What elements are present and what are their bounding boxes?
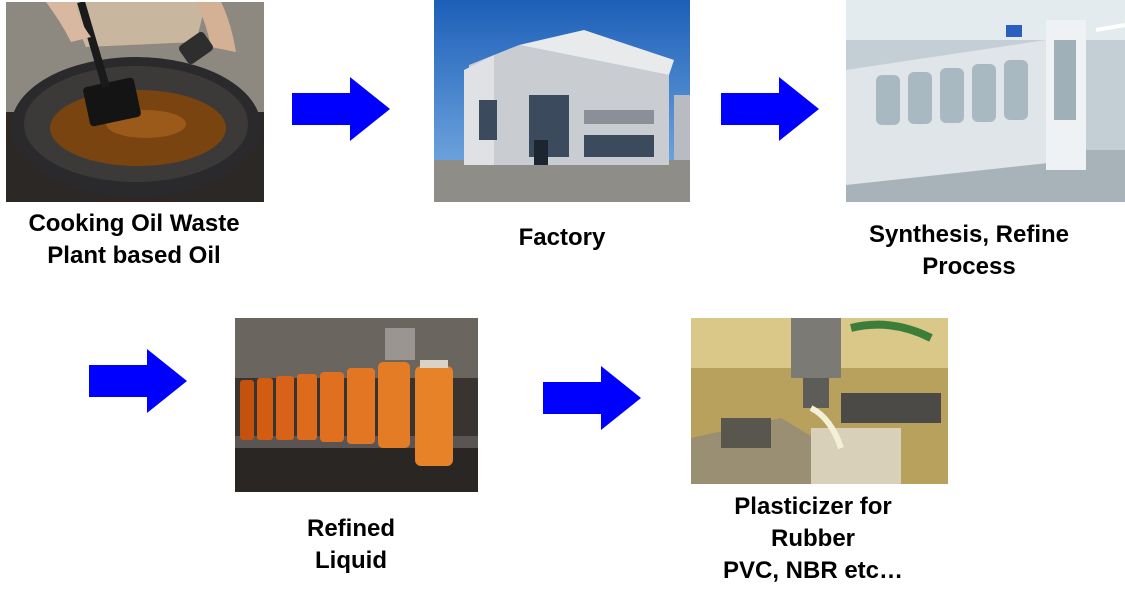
caption-synthesis: Synthesis, Refine Process — [868, 221, 1070, 280]
flow-arrow-1 — [292, 77, 390, 141]
photo-refined-liquid — [235, 318, 478, 492]
caption-cooking-oil: Cooking Oil Waste Plant based Oil — [28, 210, 240, 269]
caption-plasticizer: Plasticizer for Rubber PVC, NBR etc… — [722, 493, 904, 584]
caption-factory: Factory — [518, 224, 606, 251]
flow-arrow-3 — [89, 349, 187, 413]
photo-factory — [434, 0, 690, 202]
flow-arrow-4 — [543, 366, 641, 430]
photo-cooking-oil — [6, 2, 264, 202]
flow-arrow-2 — [721, 77, 819, 141]
photo-plasticizer — [691, 318, 948, 484]
photo-synthesis — [846, 0, 1125, 202]
caption-refined-liquid: Refined Liquid — [306, 515, 395, 574]
